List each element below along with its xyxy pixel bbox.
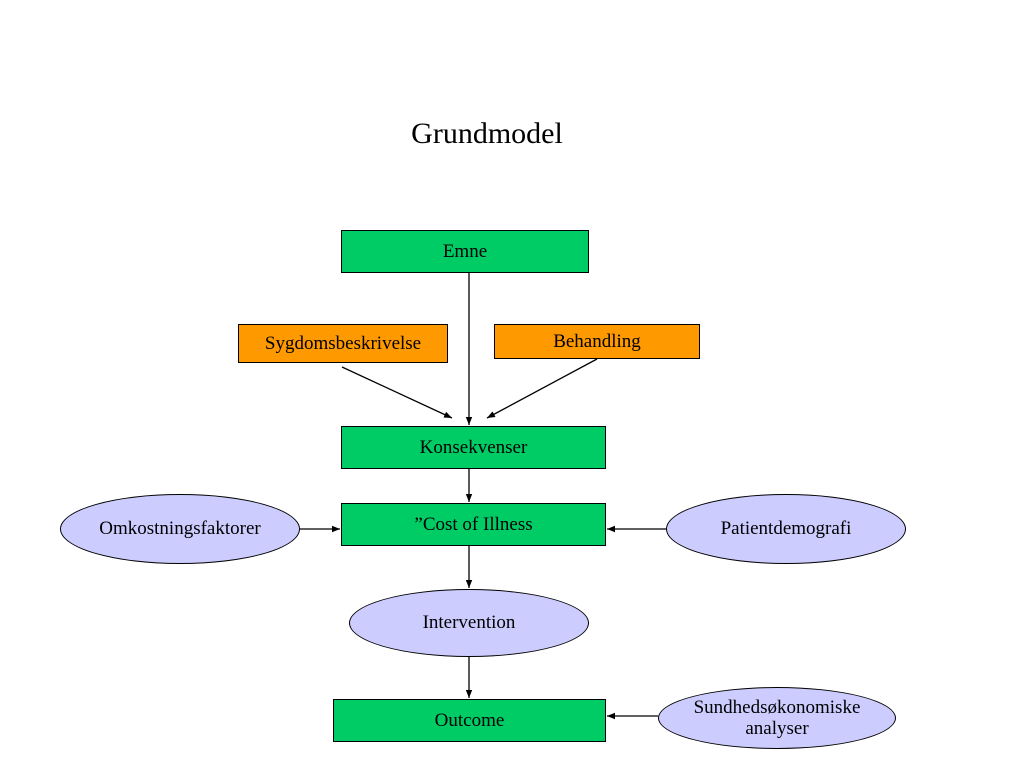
diagram-title: Grundmodel — [411, 117, 563, 150]
edge-behandling-to-konsekvenser — [486, 358, 598, 419]
node-sundhedsokonomiske-analyser: Sundhedsøkonomiske analyser — [658, 687, 896, 749]
node-omkostningsfaktorer-label: Omkostningsfaktorer — [99, 518, 261, 539]
node-sundhedsokonomiske-label-line2: analyser — [745, 718, 809, 739]
node-konsekvenser-label: Konsekvenser — [419, 436, 528, 458]
node-konsekvenser: Konsekvenser — [341, 426, 606, 469]
node-cost-of-illness: ”Cost of Illness — [341, 503, 606, 546]
node-behandling: Behandling — [494, 324, 700, 359]
node-omkostningsfaktorer: Omkostningsfaktorer — [60, 494, 300, 564]
node-outcome: Outcome — [333, 699, 606, 742]
node-emne: Emne — [341, 230, 589, 273]
node-sygdomsbeskrivelse: Sygdomsbeskrivelse — [238, 324, 448, 363]
node-sundhedsokonomiske-label-line1: Sundhedsøkonomiske — [693, 697, 861, 718]
node-cost-of-illness-label: ”Cost of Illness — [414, 514, 533, 535]
node-outcome-label: Outcome — [434, 709, 505, 731]
node-intervention-label: Intervention — [422, 612, 516, 633]
edge-sygdomsbeskrivelse-to-konsekvenser — [341, 366, 453, 419]
node-behandling-label: Behandling — [553, 330, 641, 352]
node-patientdemografi-label: Patientdemografi — [720, 518, 852, 539]
node-intervention: Intervention — [349, 589, 589, 657]
node-emne-label: Emne — [442, 240, 488, 262]
node-sygdomsbeskrivelse-label: Sygdomsbeskrivelse — [264, 332, 422, 354]
node-patientdemografi: Patientdemografi — [666, 494, 906, 564]
